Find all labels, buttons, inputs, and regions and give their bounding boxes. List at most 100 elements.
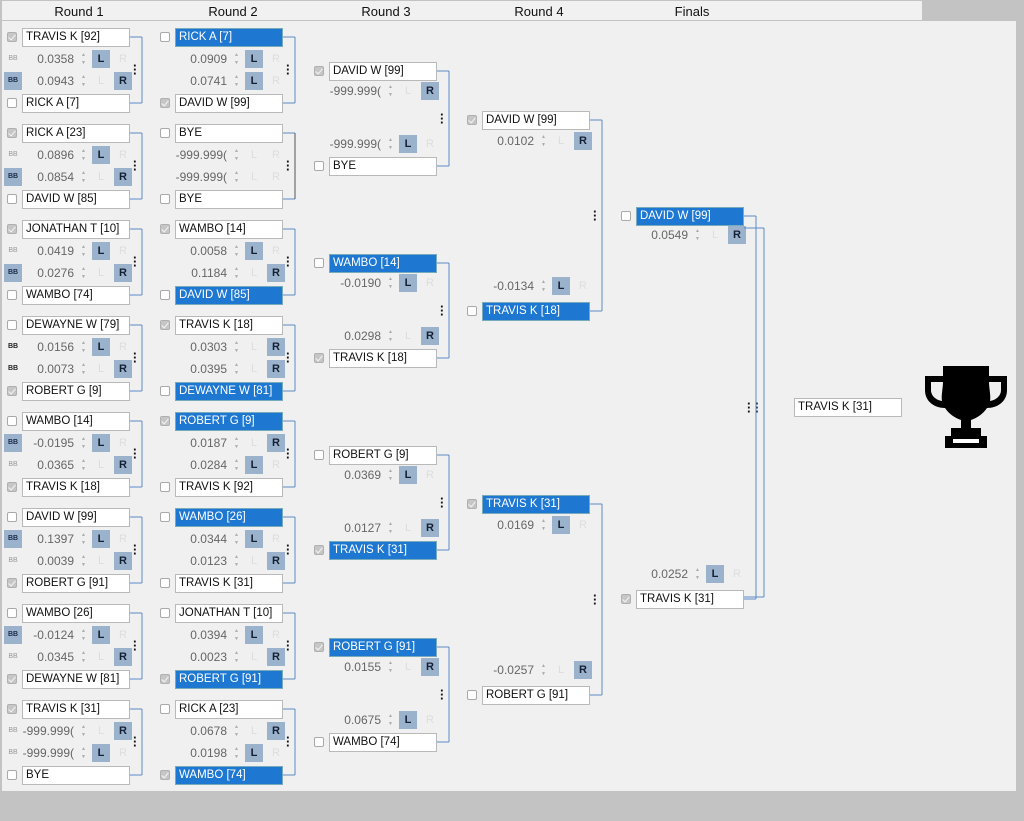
pick-left-button[interactable]: L — [97, 725, 105, 737]
pick-left-button[interactable]: L — [92, 530, 110, 548]
match-menu-icon[interactable]: ··· — [286, 154, 291, 177]
pick-right-button[interactable]: R — [267, 434, 285, 452]
bottom-winner-checkbox[interactable] — [314, 737, 324, 747]
pick-right-button[interactable]: R — [728, 226, 746, 244]
pick-left-button[interactable]: L — [97, 267, 105, 279]
pick-right-button[interactable]: R — [267, 722, 285, 740]
score-value[interactable]: -0.0134 — [493, 279, 534, 293]
top-winner-checkbox[interactable] — [7, 32, 17, 42]
pick-right-button[interactable]: R — [579, 519, 587, 531]
match-menu-icon[interactable]: ··· — [286, 442, 291, 465]
pick-right-button[interactable]: R — [272, 629, 280, 641]
score-value[interactable]: 0.0854 — [37, 170, 74, 184]
pick-right-button[interactable]: R — [426, 714, 434, 726]
pick-right-button[interactable]: R — [272, 149, 280, 161]
top-winner-checkbox[interactable] — [160, 32, 170, 42]
score-spinner[interactable]: ▲▼ — [234, 340, 239, 354]
score-value[interactable]: 0.0039 — [37, 554, 74, 568]
score-spinner[interactable]: ▲▼ — [234, 244, 239, 258]
pick-right-button[interactable]: R — [119, 629, 127, 641]
pick-right-button[interactable]: R — [272, 171, 280, 183]
score-value[interactable]: 0.0284 — [190, 458, 227, 472]
pick-left-button[interactable]: L — [399, 274, 417, 292]
bottom-player-box[interactable]: TRAVIS K [18] — [482, 302, 590, 321]
top-winner-checkbox[interactable] — [7, 608, 17, 618]
score-value[interactable]: 0.0741 — [190, 74, 227, 88]
top-winner-checkbox[interactable] — [7, 320, 17, 330]
score-spinner[interactable]: ▲▼ — [234, 628, 239, 642]
score-spinner[interactable]: ▲▼ — [234, 170, 239, 184]
pick-left-button[interactable]: L — [92, 434, 110, 452]
match-menu-icon[interactable]: ··· — [747, 395, 752, 419]
pick-right-button[interactable]: R — [119, 341, 127, 353]
match-menu-icon[interactable]: ··· — [133, 250, 138, 273]
top-player-box[interactable]: DEWAYNE W [79] — [22, 316, 130, 335]
score-spinner[interactable]: ▲▼ — [234, 362, 239, 376]
score-value[interactable]: 0.0058 — [190, 244, 227, 258]
pick-right-button[interactable]: R — [267, 648, 285, 666]
pick-right-button[interactable]: R — [574, 132, 592, 150]
bottom-winner-checkbox[interactable] — [7, 98, 17, 108]
score-spinner[interactable]: ▲▼ — [81, 148, 86, 162]
top-winner-checkbox[interactable] — [160, 320, 170, 330]
pick-left-button[interactable]: L — [250, 171, 258, 183]
top-winner-checkbox[interactable] — [160, 416, 170, 426]
bottom-player-box[interactable]: ROBERT G [91] — [175, 670, 283, 689]
score-value[interactable]: -0.0257 — [493, 663, 534, 677]
top-player-box[interactable]: ROBERT G [9] — [175, 412, 283, 431]
score-spinner[interactable]: ▲▼ — [81, 458, 86, 472]
match-menu-icon[interactable]: ··· — [286, 58, 291, 81]
top-player-box[interactable]: DAVID W [99] — [636, 207, 744, 226]
bottom-winner-checkbox[interactable] — [314, 545, 324, 555]
score-spinner[interactable]: ▲▼ — [541, 279, 546, 293]
score-spinner[interactable]: ▲▼ — [388, 660, 393, 674]
pick-left-button[interactable]: L — [92, 50, 110, 68]
top-player-box[interactable]: DAVID W [99] — [329, 62, 437, 81]
pick-right-button[interactable]: R — [114, 722, 132, 740]
score-spinner[interactable]: ▲▼ — [234, 724, 239, 738]
score-value[interactable]: -999.999( — [329, 84, 381, 98]
score-value[interactable]: 0.0169 — [497, 518, 534, 532]
pick-left-button[interactable]: L — [97, 171, 105, 183]
top-player-box[interactable]: ROBERT G [9] — [329, 446, 437, 465]
score-value[interactable]: 0.0943 — [37, 74, 74, 88]
score-spinner[interactable]: ▲▼ — [81, 436, 86, 450]
top-player-box[interactable]: TRAVIS K [31] — [482, 495, 590, 514]
match-menu-icon[interactable]: ··· — [286, 346, 291, 369]
score-value[interactable]: 0.0549 — [651, 228, 688, 242]
pick-left-button[interactable]: L — [245, 242, 263, 260]
match-menu-icon[interactable]: ··· — [133, 634, 138, 657]
pick-right-button[interactable]: R — [114, 552, 132, 570]
score-spinner[interactable]: ▲▼ — [695, 567, 700, 581]
pick-right-button[interactable]: R — [267, 552, 285, 570]
bottom-player-box[interactable]: ROBERT G [91] — [482, 686, 590, 705]
bottom-winner-checkbox[interactable] — [160, 98, 170, 108]
match-menu-icon[interactable]: ··· — [133, 730, 138, 753]
pick-left-button[interactable]: L — [245, 530, 263, 548]
match-menu-icon[interactable]: ··· — [286, 730, 291, 753]
bb-toggle-button[interactable]: BB — [8, 557, 18, 564]
pick-right-button[interactable]: R — [421, 327, 439, 345]
pick-right-button[interactable]: R — [426, 277, 434, 289]
champion-box[interactable]: TRAVIS K [31] — [794, 398, 902, 417]
score-value[interactable]: -0.0195 — [33, 436, 74, 450]
score-spinner[interactable]: ▲▼ — [388, 329, 393, 343]
score-value[interactable]: 0.0198 — [190, 746, 227, 760]
score-spinner[interactable]: ▲▼ — [81, 532, 86, 546]
top-winner-checkbox[interactable] — [7, 416, 17, 426]
top-player-box[interactable]: WAMBO [14] — [329, 254, 437, 273]
score-value[interactable]: -999.999( — [329, 137, 381, 151]
pick-left-button[interactable]: L — [250, 725, 258, 737]
bb-toggle-button[interactable]: BB — [8, 653, 18, 660]
score-value[interactable]: 0.0073 — [37, 362, 74, 376]
bottom-winner-checkbox[interactable] — [467, 690, 477, 700]
score-spinner[interactable]: ▲▼ — [81, 746, 86, 760]
match-menu-icon[interactable]: ··· — [440, 490, 445, 514]
match-menu-icon[interactable]: ··· — [133, 58, 138, 81]
score-spinner[interactable]: ▲▼ — [81, 170, 86, 184]
pick-right-button[interactable]: R — [579, 280, 587, 292]
pick-right-button[interactable]: R — [119, 149, 127, 161]
bb-toggle-button[interactable]: BB — [4, 626, 22, 644]
top-winner-checkbox[interactable] — [7, 512, 17, 522]
pick-left-button[interactable]: L — [92, 626, 110, 644]
